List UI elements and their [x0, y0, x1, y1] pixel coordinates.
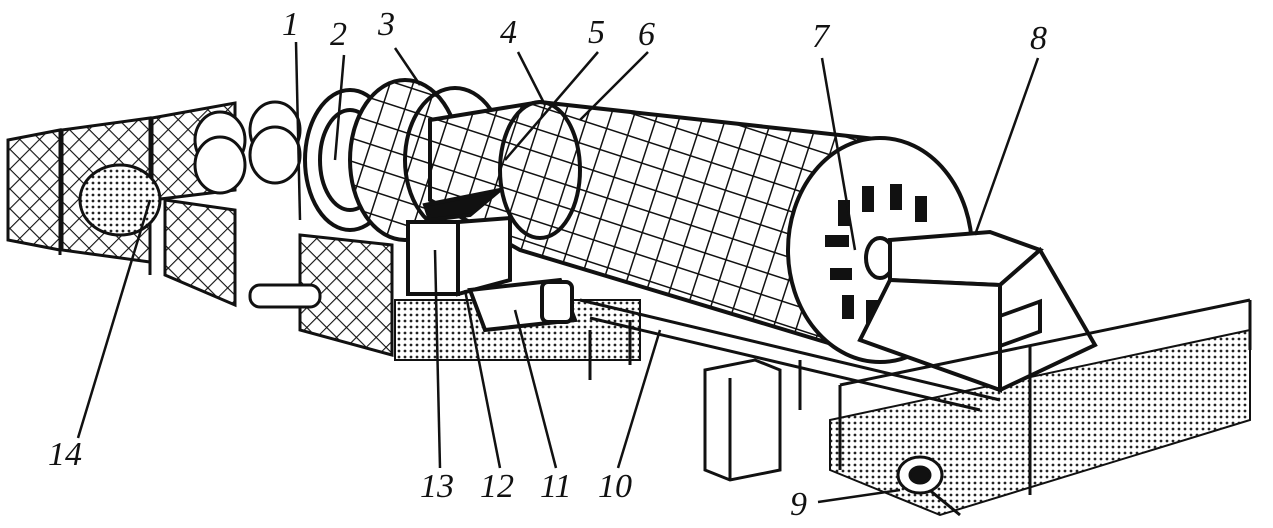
- pipe: [248, 283, 322, 309]
- label-12: 12: [480, 468, 514, 505]
- label-2: 2: [330, 16, 347, 53]
- drive-motor: [896, 455, 944, 495]
- label-14: 14: [48, 436, 82, 473]
- label-13: 13: [420, 468, 454, 505]
- label-6: 6: [638, 16, 655, 53]
- label-7: 7: [812, 18, 829, 55]
- wire-coils: [78, 100, 302, 237]
- label-11: 11: [540, 468, 572, 505]
- label-1: 1: [282, 6, 299, 43]
- label-10: 10: [598, 468, 632, 505]
- label-3: 3: [378, 6, 395, 43]
- label-9: 9: [790, 486, 807, 523]
- control-cabinet: [703, 358, 782, 482]
- leader-lines: [76, 41, 1040, 504]
- label-8: 8: [1030, 20, 1047, 57]
- label-4: 4: [500, 14, 517, 51]
- headstock-housing: [857, 229, 1098, 394]
- label-5: 5: [588, 14, 605, 51]
- carriage: [406, 188, 578, 333]
